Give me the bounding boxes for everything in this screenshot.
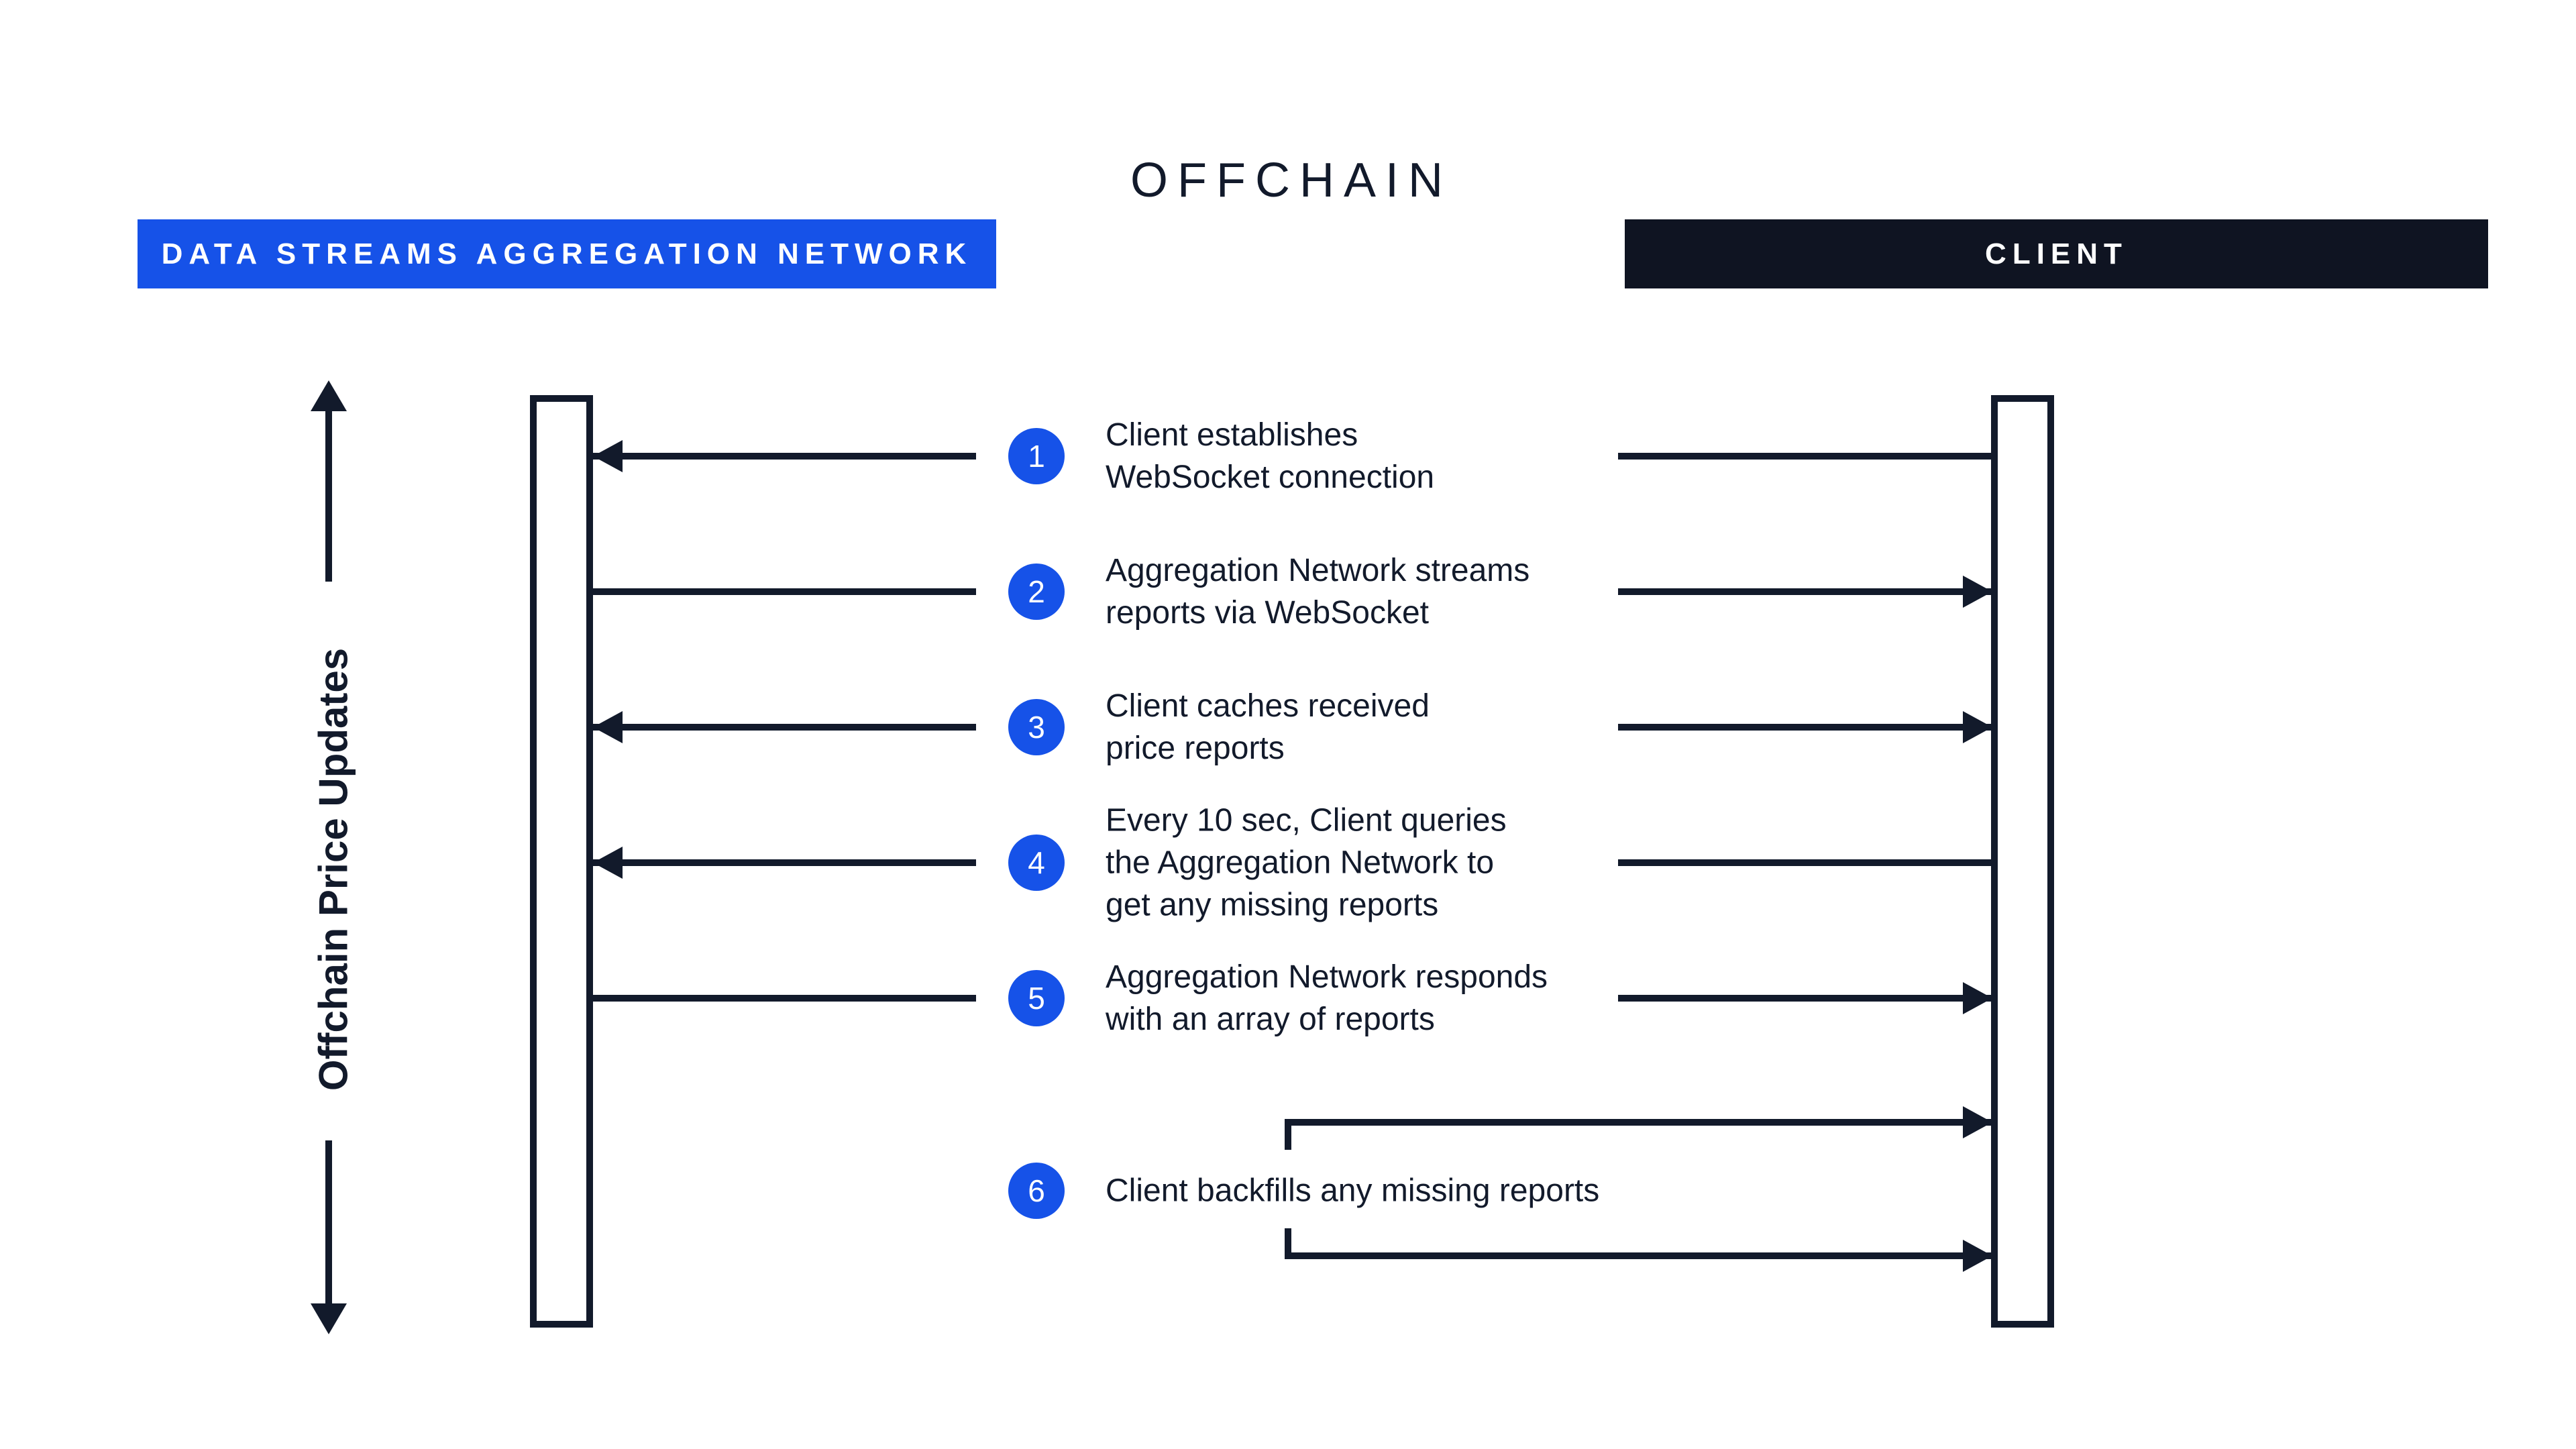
banner-client: CLIENT	[1625, 219, 2488, 288]
step-3-line-left	[593, 724, 976, 731]
banner-aggregation-network: DATA STREAMS AGGREGATION NETWORK	[138, 219, 996, 288]
step-6-line-bottom	[1285, 1252, 1991, 1259]
step-2-text-line: reports via WebSocket	[1106, 595, 1429, 631]
step-3-line-right	[1618, 724, 1991, 731]
step-4-text-line: get any missing reports	[1106, 887, 1439, 923]
step-6-text-line: Client backfills any missing reports	[1106, 1173, 1600, 1209]
step-5-line-right	[1618, 995, 1991, 1002]
axis-label: Offchain Price Updates	[311, 647, 356, 1091]
step-3-text: Client caches received price reports	[1106, 685, 1430, 769]
step-2-text: Aggregation Network streams reports via …	[1106, 549, 1529, 634]
step-3-arrowhead-to-client-icon	[1963, 711, 1992, 743]
step-1-text: Client establishes WebSocket connection	[1106, 414, 1434, 498]
step-5-arrowhead-to-client-icon	[1963, 982, 1992, 1014]
step-6-badge: 6	[1008, 1163, 1065, 1219]
step-2-arrowhead-to-client-icon	[1963, 576, 1992, 608]
step-2-badge: 2	[1008, 564, 1065, 620]
step-5-text-line: Aggregation Network responds	[1106, 959, 1548, 995]
step-6-arrowhead-top-to-client-icon	[1963, 1106, 1992, 1138]
step-4-line-right	[1618, 859, 1991, 866]
aggregation-network-lifeline	[530, 395, 593, 1328]
step-3-text-line: price reports	[1106, 731, 1285, 766]
step-6-arrowhead-bottom-to-client-icon	[1963, 1240, 1992, 1272]
banner-client-label: CLIENT	[1985, 237, 2128, 270]
client-lifeline	[1991, 395, 2054, 1328]
step-5-line-left	[593, 995, 976, 1002]
axis-arrow-up-icon	[311, 380, 347, 411]
step-4-text: Every 10 sec, Client queries the Aggrega…	[1106, 800, 1507, 926]
banner-aggregation-network-label: DATA STREAMS AGGREGATION NETWORK	[161, 237, 973, 270]
step-5-text: Aggregation Network responds with an arr…	[1106, 956, 1548, 1040]
step-1-text-line: WebSocket connection	[1106, 460, 1435, 495]
step-2-line-left	[593, 588, 976, 595]
step-2-text-line: Aggregation Network streams	[1106, 553, 1530, 588]
diagram-title: OFFCHAIN	[1130, 154, 1452, 207]
step-6-bracket-stub-top	[1285, 1119, 1291, 1150]
step-3-text-line: Client caches received	[1106, 688, 1430, 724]
step-5-badge: 5	[1008, 970, 1065, 1026]
step-1-badge: 1	[1008, 428, 1065, 484]
axis-line-up	[325, 408, 332, 582]
step-4-line-left	[593, 859, 976, 866]
axis-arrow-down-icon	[311, 1303, 347, 1334]
step-4-badge: 4	[1008, 835, 1065, 891]
step-1-line-right	[1618, 453, 1991, 460]
step-6-text: Client backfills any missing reports	[1106, 1170, 1599, 1212]
step-2-line-right	[1618, 588, 1991, 595]
step-6-bracket-stub-bottom	[1285, 1228, 1291, 1259]
step-4-text-line: Every 10 sec, Client queries	[1106, 802, 1507, 839]
axis-line-down	[325, 1140, 332, 1307]
step-1-line-left	[593, 453, 976, 460]
step-3-badge: 3	[1008, 699, 1065, 755]
step-5-text-line: with an array of reports	[1106, 1002, 1435, 1037]
step-6-line-top	[1285, 1119, 1991, 1126]
step-1-text-line: Client establishes	[1106, 417, 1358, 453]
step-4-text-line: the Aggregation Network to	[1106, 845, 1495, 881]
